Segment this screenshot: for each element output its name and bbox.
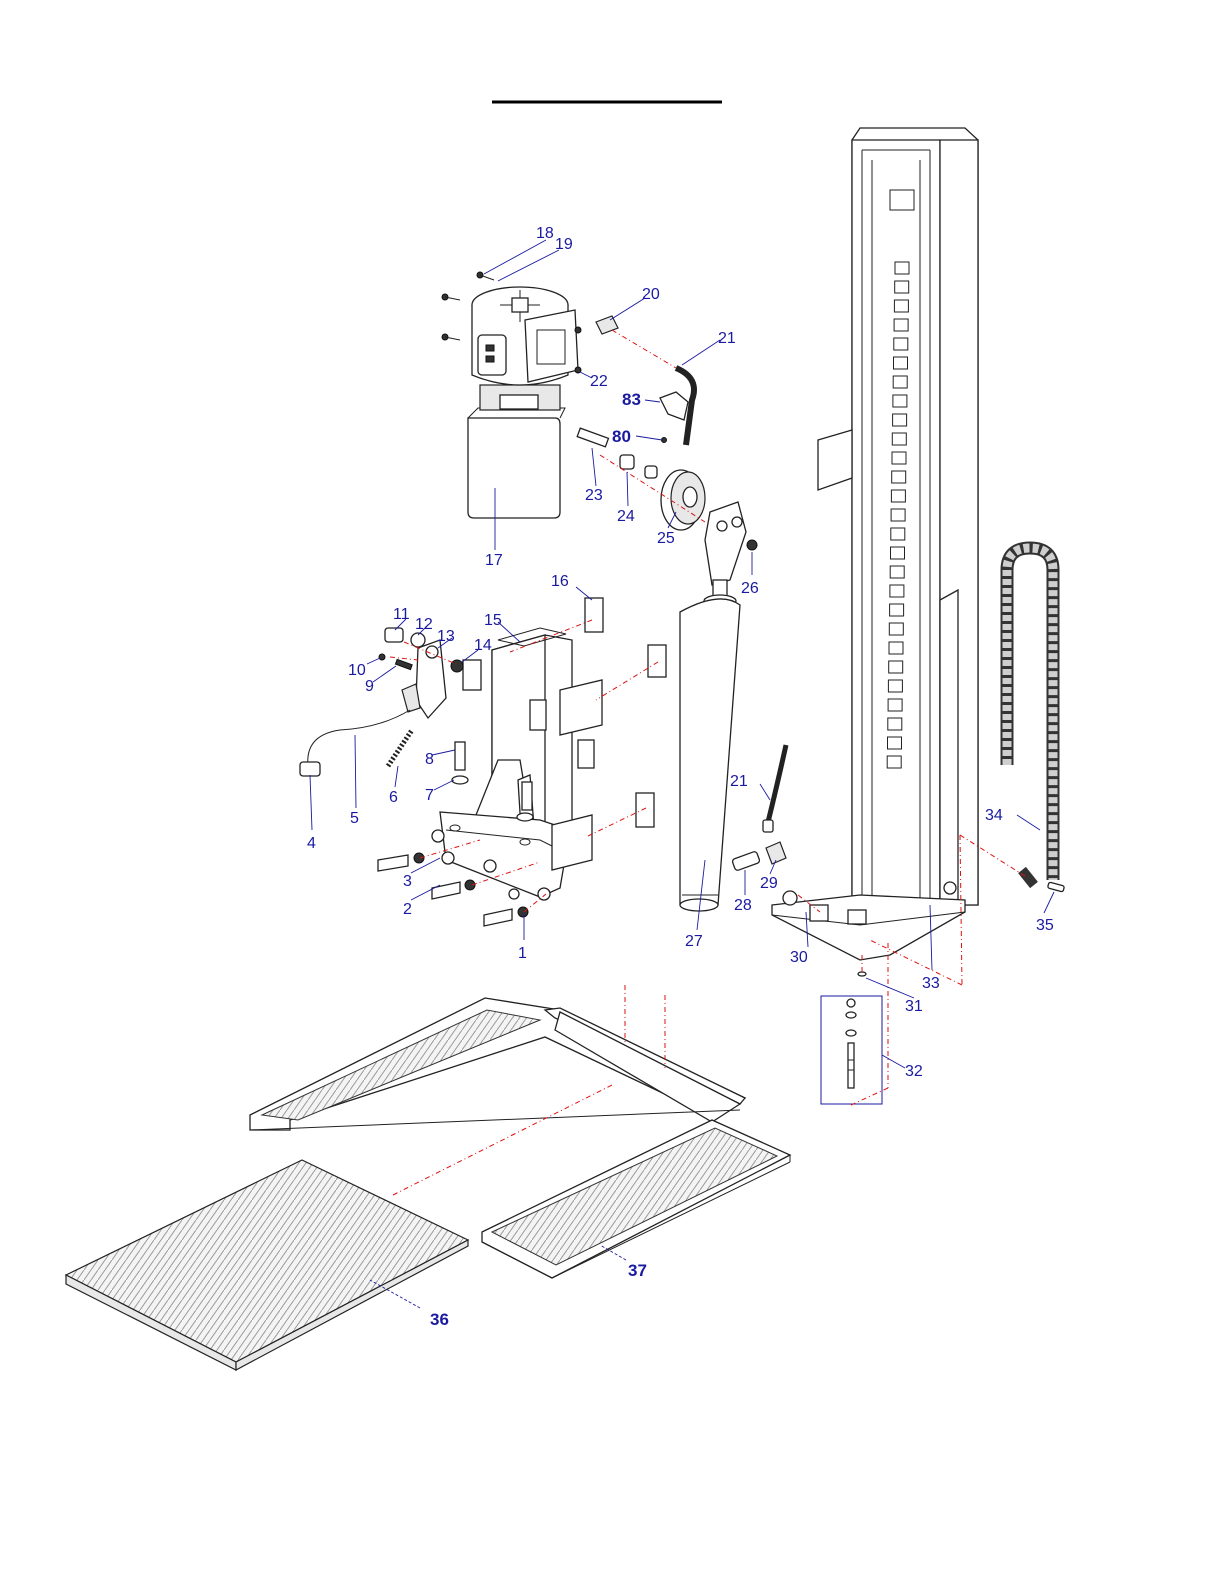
callout-37: 37 xyxy=(628,1261,647,1280)
callout-18: 18 xyxy=(536,225,554,242)
callout-24: 24 xyxy=(617,508,635,525)
callout-28: 28 xyxy=(734,897,752,914)
callout-22: 22 xyxy=(590,373,608,390)
latch-spring xyxy=(388,730,412,766)
release-cable xyxy=(308,710,410,766)
callout-4: 4 xyxy=(307,835,316,852)
callout-20: 20 xyxy=(642,286,660,303)
hydraulic-hose-lower xyxy=(768,745,786,822)
callout-7: 7 xyxy=(425,787,434,804)
hose-clamp xyxy=(660,392,688,420)
clamp-screw xyxy=(662,438,667,443)
lower-fittings xyxy=(732,745,786,871)
callout-15: 15 xyxy=(484,612,502,629)
callout-23: 23 xyxy=(585,487,603,504)
callout-14: 14 xyxy=(474,637,492,654)
callout-35: 35 xyxy=(1036,917,1054,934)
hydraulic-cylinder xyxy=(680,580,740,911)
callout-31: 31 xyxy=(905,998,923,1015)
callout-25: 25 xyxy=(657,530,675,547)
callout-9: 9 xyxy=(365,678,374,695)
callout-8: 8 xyxy=(425,751,434,768)
straight-fitting xyxy=(732,851,761,871)
platform-assembly xyxy=(66,998,790,1370)
callout-30: 30 xyxy=(790,949,808,966)
callout-19: 19 xyxy=(555,236,573,253)
power-unit xyxy=(442,272,694,518)
callout-80: 80 xyxy=(612,427,631,446)
callout-29: 29 xyxy=(760,875,778,892)
callout-32: 32 xyxy=(905,1063,923,1080)
callout-5: 5 xyxy=(350,810,359,827)
callout-10: 10 xyxy=(348,662,366,679)
callout-27: 27 xyxy=(685,933,703,950)
callout-3: 3 xyxy=(403,873,412,890)
callout-1: 1 xyxy=(518,945,527,962)
chain-pin xyxy=(1047,882,1064,892)
callout-83: 83 xyxy=(622,390,641,409)
callout-34: 34 xyxy=(985,807,1003,824)
callout-6: 6 xyxy=(389,789,398,806)
callout-33: 33 xyxy=(922,975,940,992)
release-handle xyxy=(300,762,320,776)
callout-12: 12 xyxy=(415,616,433,633)
callout-17: 17 xyxy=(485,552,503,569)
sheave-assembly xyxy=(577,428,757,585)
callout-26: 26 xyxy=(741,580,759,597)
callout-36: 36 xyxy=(430,1310,449,1329)
callout-11: 11 xyxy=(393,606,410,623)
callout-21-lower: 21 xyxy=(730,773,748,790)
lift-column xyxy=(772,128,978,960)
chain xyxy=(1007,548,1065,892)
callout-16: 16 xyxy=(551,573,569,590)
callout-13: 13 xyxy=(437,628,455,645)
callout-2: 2 xyxy=(403,901,412,918)
anchor-bolt-detail xyxy=(821,972,882,1104)
callout-21-upper: 21 xyxy=(718,330,736,347)
